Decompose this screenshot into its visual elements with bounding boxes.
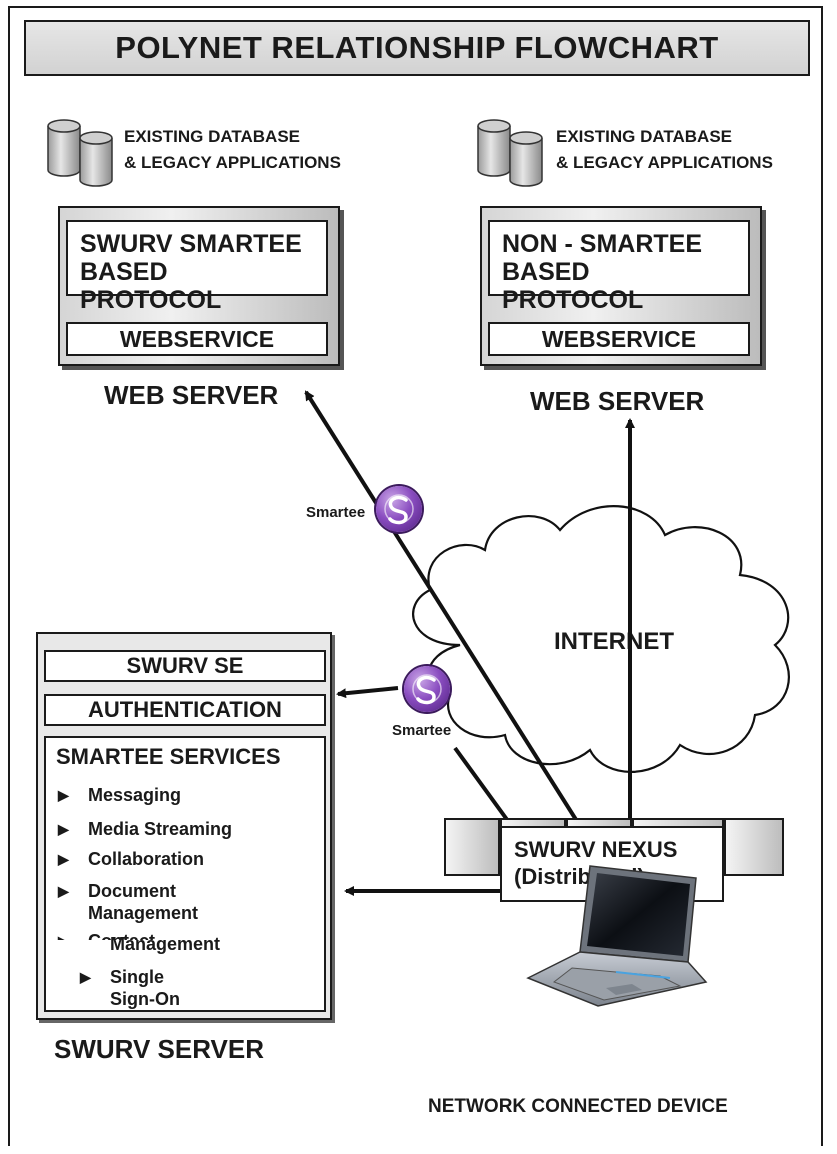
service-item-contact-line2: Management [110, 934, 221, 954]
cloud-icon [412, 505, 790, 773]
page-title: POLYNET RELATIONSHIP FLOWCHART [24, 20, 810, 76]
smartee-label-top: Smartee [306, 504, 366, 521]
diagram-frame [8, 6, 823, 1146]
right-web-server-caption: WEB SERVER [530, 386, 705, 416]
service-item: ▶ Media Streaming [58, 819, 233, 839]
device-caption: NETWORK CONNECTED DEVICE [428, 1096, 728, 1117]
service-item: ▶ Collaboration [58, 849, 204, 869]
right-protocol-box: NON - SMARTEE BASED PROTOCOL [488, 220, 750, 314]
arrow-smartee-to-swurv-server [336, 686, 399, 699]
bullet-arrow-icon: ▶ [58, 883, 69, 899]
smartee-logo-icon [376, 486, 422, 532]
swurv-server-box: SWURV SE AUTHENTICATION SMARTEE SERVICES… [36, 632, 332, 962]
left-web-server-caption: WEB SERVER [104, 380, 279, 410]
left-web-server-box: SWURV SMARTEE BASED PROTOCOL WEBSERVICE [58, 206, 340, 366]
smartee-services-panel: SMARTEE SERVICES ▶ Messaging ▶ Media Str… [44, 736, 326, 956]
bullet-arrow-icon: ▶ [58, 787, 69, 803]
right-db-label: EXISTING DATABASE & LEGACY APPLICATIONS [556, 127, 773, 172]
left-webservice-box: WEBSERVICE [66, 322, 328, 356]
authentication-bar: AUTHENTICATION [44, 694, 326, 726]
database-icon [477, 119, 543, 187]
internet-label: INTERNET [554, 628, 674, 655]
swurv-server-box-extension [36, 940, 332, 1020]
swurv-server-caption: SWURV SERVER [54, 1034, 264, 1064]
arrow-nexus-to-left-web-server [304, 390, 582, 828]
smartee-services-title: SMARTEE SERVICES [56, 744, 281, 769]
smartee-logo-icon [404, 666, 450, 712]
bullet-arrow-icon: ▶ [58, 821, 69, 837]
right-webservice-box: WEBSERVICE [488, 322, 750, 356]
bullet-arrow-icon: ▶ [80, 969, 91, 985]
right-web-server-box: NON - SMARTEE BASED PROTOCOL WEBSERVICE [480, 206, 762, 366]
service-item: ▶ Single Sign-On [80, 967, 180, 1009]
service-item: ▶ Document Management [58, 881, 199, 923]
laptop-icon [526, 865, 708, 1007]
service-item: ▶ Messaging [58, 785, 182, 805]
smartee-label-bottom: Smartee [392, 722, 452, 739]
database-icon [47, 119, 113, 187]
swurv-se-bar: SWURV SE [44, 650, 326, 682]
bullet-arrow-icon: ▶ [58, 851, 69, 867]
left-db-label: EXISTING DATABASE & LEGACY APPLICATIONS [124, 127, 341, 172]
left-protocol-box: SWURV SMARTEE BASED PROTOCOL [66, 220, 328, 314]
